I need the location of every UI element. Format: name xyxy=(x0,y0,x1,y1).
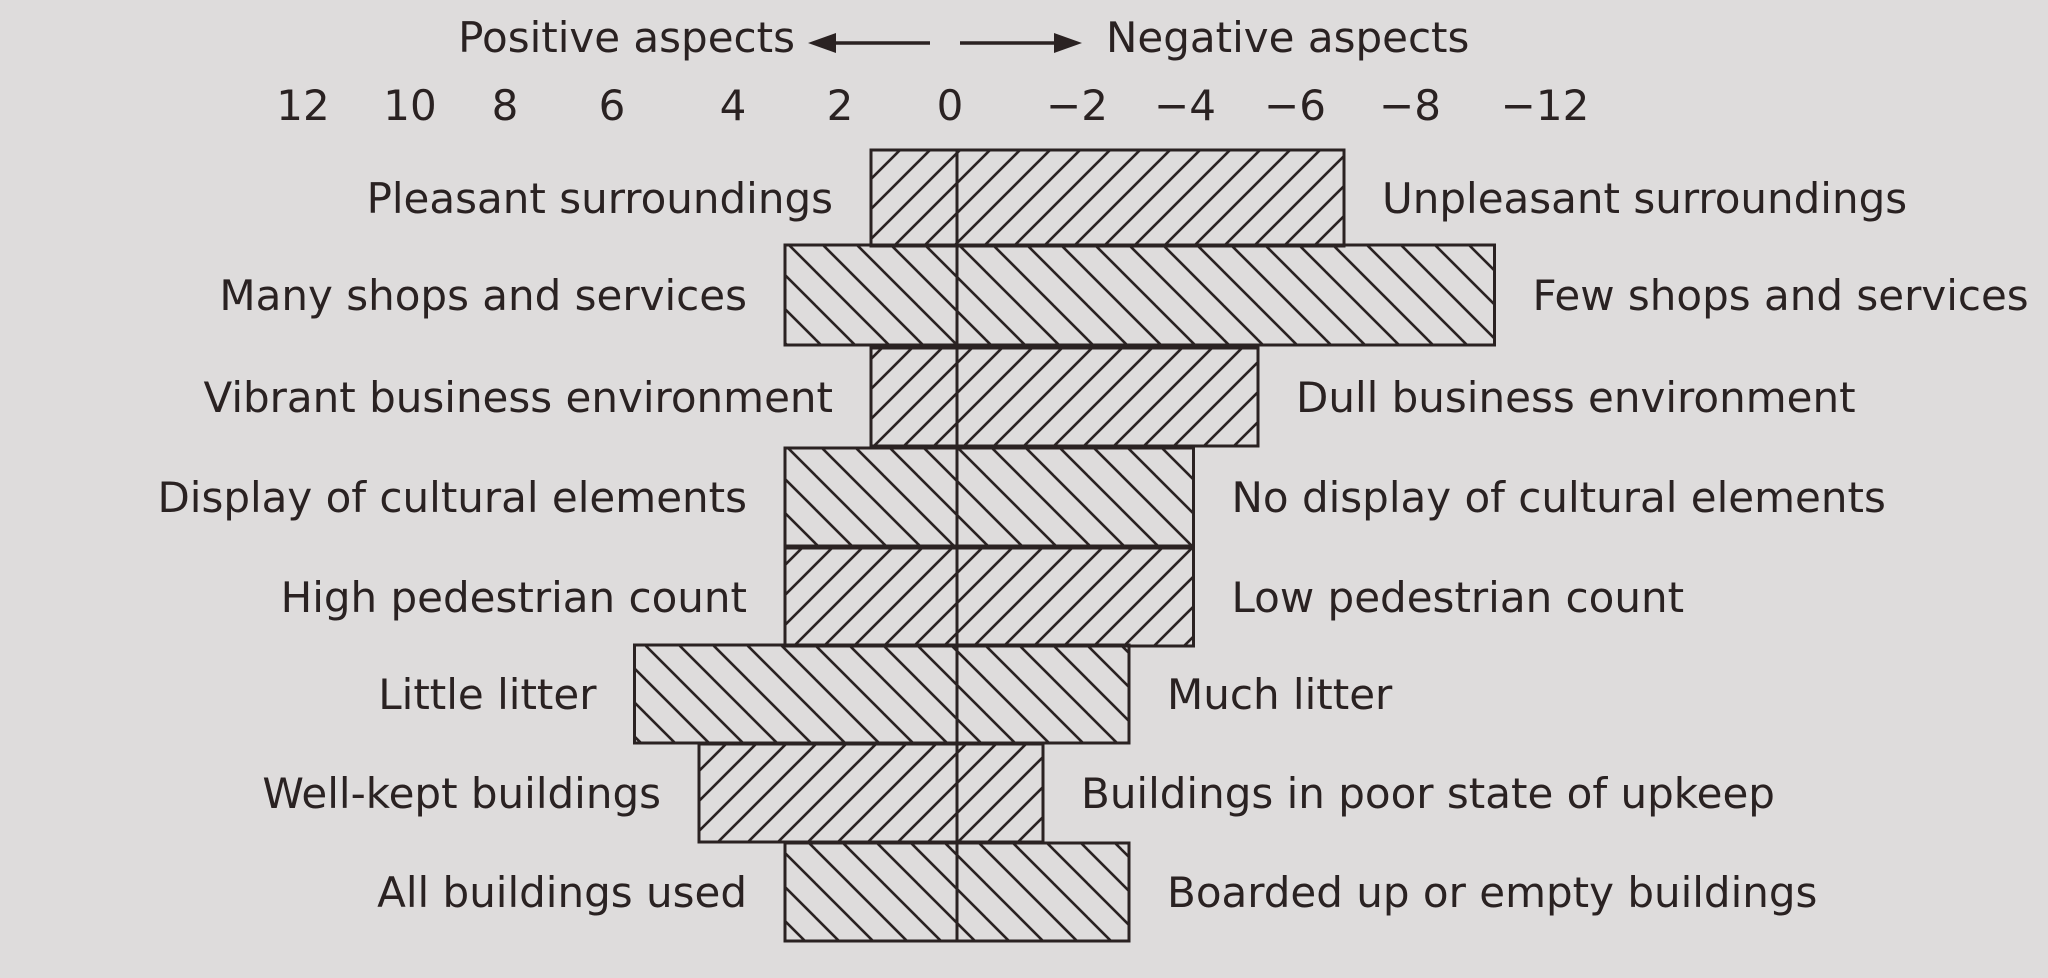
x-tick-label: 12 xyxy=(276,81,329,130)
bar-positive xyxy=(783,841,959,943)
x-tick-label: 2 xyxy=(827,81,854,130)
bar-negative xyxy=(955,243,1496,347)
category-labels: Pleasant surroundings Unpleasant surround… xyxy=(157,174,2028,917)
left-arrow xyxy=(808,33,930,53)
x-axis-tick-labels: 12 10 8 6 4 2 0 −2 −4 −6 −8 −12 xyxy=(276,81,1589,130)
right-arrow xyxy=(960,33,1082,53)
bar-positive xyxy=(783,546,959,648)
bar-negative xyxy=(955,742,1045,844)
bar-positive xyxy=(869,148,959,248)
bar-negative xyxy=(955,546,1195,648)
positive-category-label: Well-kept buildings xyxy=(262,769,661,818)
bar-positive xyxy=(633,643,959,745)
negative-category-label: Much litter xyxy=(1167,670,1393,719)
x-tick-label: 8 xyxy=(492,81,519,130)
negative-aspects-label: Negative aspects xyxy=(1106,13,1469,62)
x-tick-label: 10 xyxy=(383,81,436,130)
negative-category-label: Few shops and services xyxy=(1533,271,2029,320)
positive-category-label: Many shops and services xyxy=(219,271,747,320)
negative-category-label: Dull business environment xyxy=(1296,373,1856,422)
x-tick-label: 0 xyxy=(937,81,964,130)
positive-category-label: High pedestrian count xyxy=(281,573,747,622)
positive-category-label: Little litter xyxy=(378,670,597,719)
bar-negative xyxy=(955,148,1346,248)
negative-category-label: Boarded up or empty buildings xyxy=(1167,868,1817,917)
bar-positive xyxy=(697,742,959,844)
x-tick-label: −12 xyxy=(1501,81,1590,130)
negative-category-label: Low pedestrian count xyxy=(1232,573,1685,622)
x-tick-label: −6 xyxy=(1264,81,1326,130)
positive-category-label: Vibrant business environment xyxy=(204,373,833,422)
bar-negative xyxy=(955,643,1131,745)
negative-category-label: Unpleasant surroundings xyxy=(1382,174,1907,223)
x-tick-label: 6 xyxy=(599,81,626,130)
negative-category-label: Buildings in poor state of upkeep xyxy=(1081,769,1775,818)
bar-negative xyxy=(955,346,1260,448)
positive-aspects-label: Positive aspects xyxy=(458,13,795,62)
x-tick-label: −2 xyxy=(1046,81,1108,130)
positive-category-label: Pleasant surroundings xyxy=(367,174,833,223)
bar-negative xyxy=(955,446,1195,548)
x-tick-label: −8 xyxy=(1379,81,1441,130)
bar-positive xyxy=(783,446,959,548)
positive-category-label: Display of cultural elements xyxy=(157,473,747,522)
negative-category-label: No display of cultural elements xyxy=(1232,473,1886,522)
bar-positive xyxy=(783,243,959,347)
bar-positive xyxy=(869,346,959,448)
bar-negative xyxy=(955,841,1131,943)
positive-category-label: All buildings used xyxy=(377,868,747,917)
bars xyxy=(633,148,1496,943)
x-tick-label: −4 xyxy=(1154,81,1216,130)
x-tick-label: 4 xyxy=(720,81,747,130)
